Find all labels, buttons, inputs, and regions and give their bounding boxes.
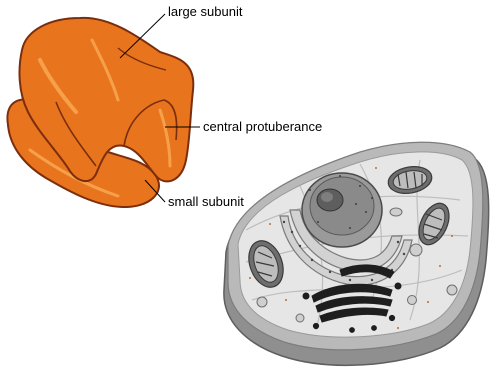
ribosome xyxy=(7,18,193,207)
label-small-subunit: small subunit xyxy=(168,194,244,209)
nucleus xyxy=(302,173,382,247)
label-central-protuberance: central protuberance xyxy=(203,119,322,134)
cell xyxy=(224,142,489,365)
label-large-subunit: large subunit xyxy=(168,4,242,19)
